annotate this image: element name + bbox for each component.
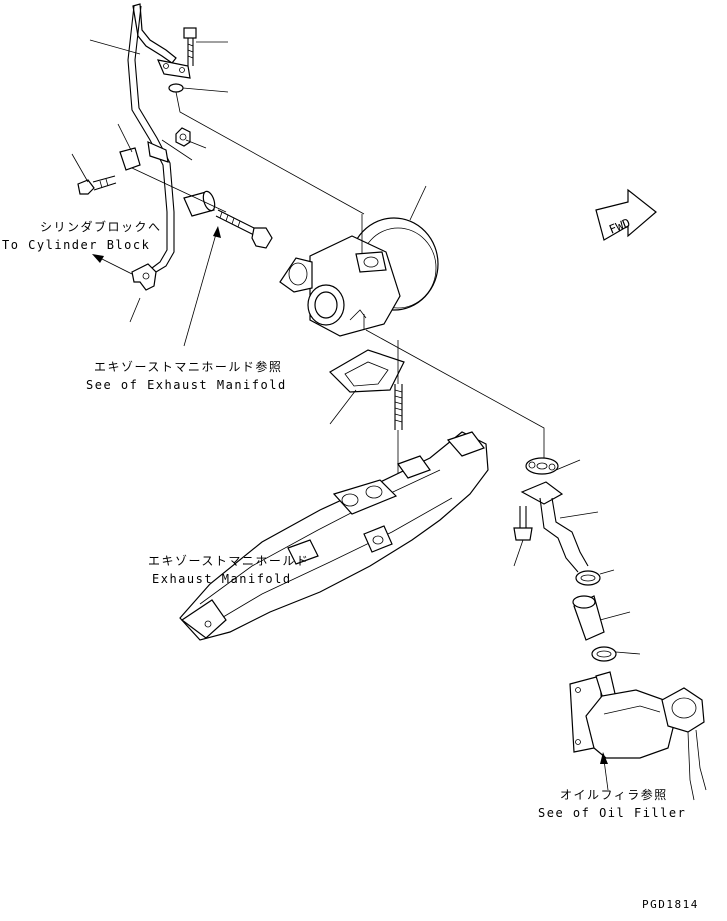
bolt-top: [183, 27, 197, 66]
pipe-flange-top: [156, 59, 191, 79]
leader-lines-left: [71, 39, 229, 323]
gasket-oval: [168, 83, 184, 93]
drawing-code: PGD1814: [642, 898, 699, 911]
elbow-fitting: [131, 263, 157, 291]
label-exhaust-jp: エキゾーストマニホールド: [148, 554, 310, 568]
turbocharger: [279, 214, 439, 337]
fwd-arrow-icon: FWD: [595, 188, 657, 241]
arrow-exhaust-ref: [183, 226, 221, 347]
exhaust-manifold: [179, 431, 489, 641]
pipe-clip: [119, 141, 169, 171]
oil-return-gasket: [525, 457, 581, 475]
hose-clamp-upper: [575, 569, 615, 586]
oil-filler: [569, 671, 707, 801]
hose-clamp-lower: [591, 646, 641, 662]
label-oil-filler-en: See of Oil Filler: [538, 806, 687, 820]
bolt-long: [215, 209, 273, 249]
label-cylinder-block-jp: シリンダブロックへ: [40, 220, 162, 234]
arrow-oil-filler: [600, 752, 609, 791]
oil-return-pipe: [520, 481, 599, 573]
turbo-gasket: [329, 349, 405, 425]
oil-inlet-pipe: [127, 3, 177, 273]
nut: [175, 127, 191, 147]
leader-oil-line: [175, 91, 545, 460]
hose: [572, 595, 631, 641]
bolt-left: [77, 175, 117, 195]
label-exhaust-ref-en: See of Exhaust Manifold: [86, 378, 287, 392]
label-cylinder-block-en: To Cylinder Block: [2, 238, 151, 252]
label-oil-filler-jp: オイルフィラ参照: [560, 788, 668, 802]
label-exhaust-ref-jp: エキゾーストマニホールド参照: [94, 360, 283, 374]
bolt-return: [513, 506, 533, 567]
label-exhaust-en: Exhaust Manifold: [152, 572, 292, 586]
spacer-sleeve: [183, 190, 216, 217]
arrow-to-cylinder-block: [92, 254, 133, 275]
